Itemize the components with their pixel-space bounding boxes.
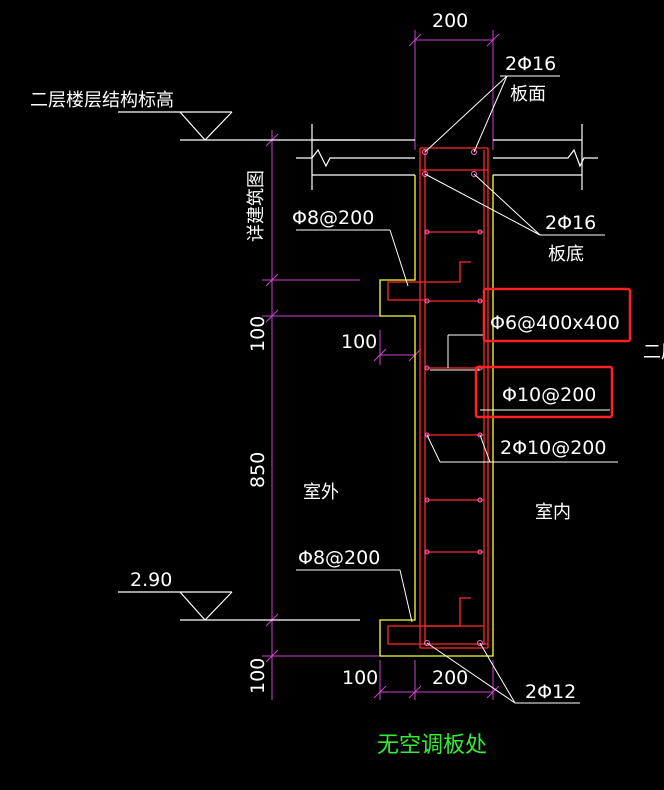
right-cut-label: 二层 bbox=[643, 342, 664, 363]
ledge-width-lower: 100 bbox=[342, 667, 378, 689]
top-rebar-note: 板面 bbox=[510, 84, 546, 105]
upper-stirrup-spec: Φ8@200 bbox=[292, 207, 374, 229]
leader-lines bbox=[296, 75, 618, 704]
dim-100-lower: 100 bbox=[247, 658, 269, 694]
bottom-rebar-spec: 2Φ16 bbox=[545, 212, 596, 234]
wall-outline bbox=[379, 175, 494, 657]
dim-100-upper: 100 bbox=[247, 316, 269, 352]
elevation-value: 2.90 bbox=[130, 569, 172, 591]
slab-outline bbox=[296, 124, 598, 190]
rebar-cage bbox=[387, 147, 489, 649]
bottom-rebar-note: 板底 bbox=[548, 244, 584, 265]
outdoor-label: 室外 bbox=[303, 482, 339, 503]
base-width: 200 bbox=[432, 667, 468, 689]
dim-top-width: 200 bbox=[432, 10, 468, 32]
ledge-width-upper: 100 bbox=[341, 331, 377, 353]
indoor-label: 室内 bbox=[535, 502, 571, 523]
vertical-bar-spec: Φ10@200 bbox=[502, 384, 596, 406]
rebar-dots bbox=[422, 149, 483, 646]
level-label: 二层楼层结构标高 bbox=[30, 90, 174, 111]
top-rebar-spec: 2Φ16 bbox=[505, 53, 556, 75]
level-markers bbox=[118, 111, 360, 621]
highlight-box-vertical-bar bbox=[474, 365, 614, 419]
horizontal-bar-spec: 2Φ10@200 bbox=[500, 437, 607, 459]
dim-850: 850 bbox=[247, 452, 269, 488]
highlight-box-mesh bbox=[482, 287, 632, 343]
dimension-lines bbox=[262, 30, 500, 700]
base-rebar-spec: 2Φ12 bbox=[525, 681, 576, 703]
mesh-spec: Φ6@400x400 bbox=[490, 312, 620, 334]
lower-stirrup-spec: Φ8@200 bbox=[298, 547, 380, 569]
vertical-note: 详建筑图 bbox=[246, 170, 267, 242]
caption: 无空调板处 bbox=[377, 733, 487, 758]
